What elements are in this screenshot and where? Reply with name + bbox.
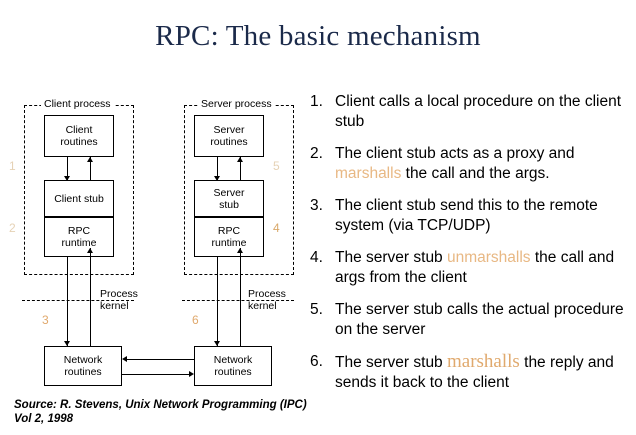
step-text: The server stub calls the actual procedu…	[335, 300, 628, 340]
client-kernel-divider	[22, 300, 134, 301]
client-rpc-line1: RPC	[67, 225, 91, 237]
client-routines-line2: routines	[60, 136, 98, 148]
client-to-server-network-line	[122, 374, 190, 375]
step-text: Client calls a local procedure on the cl…	[335, 92, 628, 132]
step-number: 2.	[310, 145, 323, 162]
step-text: The client stub acts as a proxy and mars…	[335, 144, 628, 184]
client-kernel-label-line1: Process	[100, 288, 138, 300]
step-text-segment: The server stub	[335, 354, 447, 371]
client-routines-box: Client routines	[44, 115, 114, 157]
step-number: 1.	[310, 93, 323, 110]
server-routines-line1: Server	[213, 124, 245, 136]
step-text-highlight: marshalls	[447, 351, 520, 372]
step-item: 2. The client stub acts as a proxy and ma…	[310, 144, 628, 184]
step-number: 6.	[310, 353, 323, 370]
server-routines-box: Server routines	[194, 115, 264, 157]
diagram-step-number-5: 5	[273, 159, 280, 173]
diagram-step-number-3: 3	[42, 313, 49, 327]
client-routines-line1: Client	[65, 124, 93, 136]
server-kernel-label: Process kernel	[248, 288, 286, 312]
client-stub-to-routines-arrow-icon	[87, 157, 93, 162]
page-title: RPC: The basic mechanism	[155, 20, 481, 52]
client-kernel-label-line2: kernel	[100, 300, 129, 312]
client-process-label: Client process	[41, 98, 114, 110]
client-routines-to-stub-arrow-icon	[64, 176, 70, 181]
client-network-routines-box: Network routines	[44, 346, 122, 386]
step-text-segment: The server stub	[335, 249, 447, 266]
diagram-step-number-1: 1	[9, 159, 16, 173]
server-rpc-line1: RPC	[217, 225, 241, 237]
server-network-routines-box: Network routines	[194, 346, 272, 386]
client-network-line1: Network	[63, 354, 103, 366]
source-citation-line1: Source: R. Stevens, Unix Network Program…	[14, 399, 307, 411]
server-rpc-line2: runtime	[211, 237, 247, 249]
step-item: 6. The server stub marshalls the reply an…	[310, 352, 628, 393]
step-text: The server stub marshalls the reply and …	[335, 352, 628, 393]
server-process-label: Server process	[198, 98, 275, 110]
server-stub-to-routines-arrow-icon	[237, 157, 243, 162]
step-text-segment: the reply and sends it back to the clien…	[335, 354, 614, 391]
server-rpc-down-arrow-icon	[214, 341, 220, 346]
step-text-segment: Client calls a local procedure on the cl…	[335, 93, 622, 130]
step-text-highlight: marshalls	[335, 165, 402, 182]
step-text: The server stub unmarshalls the call and…	[335, 248, 628, 288]
client-stub-line1: Client stub	[54, 192, 104, 205]
server-network-line1: Network	[213, 354, 253, 366]
server-stub-box: Server stub	[194, 180, 264, 217]
step-text-segment: The client stub send this to the remote …	[335, 197, 598, 234]
server-to-client-network-line	[126, 359, 194, 360]
diagram-step-number-6: 6	[192, 313, 199, 327]
server-routines-line2: routines	[210, 136, 248, 148]
step-number: 4.	[310, 249, 323, 266]
step-text-segment: The client stub acts as a proxy and	[335, 145, 575, 162]
step-number: 3.	[310, 197, 323, 214]
client-rpc-down-line	[67, 257, 68, 346]
server-rpc-down-line	[217, 257, 218, 346]
server-kernel-divider	[182, 300, 294, 301]
server-stub-line2: stub	[219, 198, 239, 211]
server-rpc-runtime-box: RPC runtime	[194, 217, 264, 257]
server-kernel-label-line2: kernel	[248, 300, 277, 312]
server-rpc-up-line	[240, 248, 241, 346]
source-citation: Source: R. Stevens, Unix Network Program…	[14, 398, 307, 426]
step-text-highlight: unmarshalls	[447, 249, 531, 266]
steps-list: 1. Client calls a local procedure on the …	[310, 92, 628, 405]
server-to-client-network-arrow-icon	[122, 355, 127, 362]
step-item: 5. The server stub calls the actual proce…	[310, 300, 628, 340]
client-rpc-up-line	[90, 248, 91, 346]
client-rpc-runtime-box: RPC runtime	[44, 217, 114, 257]
server-rpc-up-arrow-icon	[237, 248, 243, 253]
step-text-segment: The server stub calls the actual procedu…	[335, 301, 624, 338]
step-item: 3. The client stub send this to the remot…	[310, 196, 628, 236]
client-routines-to-stub-line	[67, 157, 68, 180]
client-stub-box: Client stub	[44, 180, 114, 217]
step-item: 1. Client calls a local procedure on the …	[310, 92, 628, 132]
diagram-step-number-2: 2	[9, 221, 16, 235]
step-item: 4. The server stub unmarshalls the call a…	[310, 248, 628, 288]
client-kernel-label: Process kernel	[100, 288, 138, 312]
source-citation-line2: Vol 2, 1998	[14, 413, 74, 425]
server-stub-to-routines-line	[240, 157, 241, 180]
server-routines-to-stub-arrow-icon	[214, 176, 220, 181]
server-network-line2: routines	[214, 366, 252, 378]
server-routines-to-stub-line	[217, 157, 218, 180]
step-text-segment: the call and args from the client	[335, 249, 615, 286]
diagram-step-number-4: 4	[273, 221, 280, 235]
client-network-line2: routines	[64, 366, 102, 378]
client-stub-to-routines-line	[90, 157, 91, 180]
rpc-diagram: Client process Client routines Client st…	[0, 88, 300, 388]
step-number: 5.	[310, 301, 323, 318]
client-to-server-network-arrow-icon	[189, 370, 194, 377]
server-stub-line1: Server	[213, 186, 245, 199]
client-rpc-up-arrow-icon	[87, 248, 93, 253]
step-text-segment: the call and the args.	[401, 165, 550, 182]
server-kernel-label-line1: Process	[248, 288, 286, 300]
step-text: The client stub send this to the remote …	[335, 196, 628, 236]
client-rpc-down-arrow-icon	[64, 341, 70, 346]
client-rpc-line2: runtime	[61, 237, 97, 249]
